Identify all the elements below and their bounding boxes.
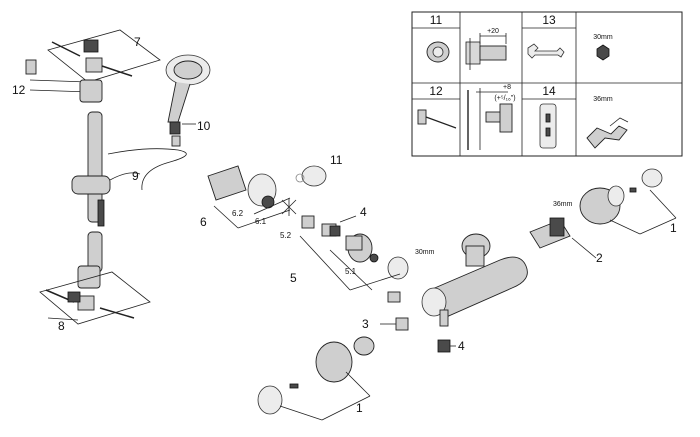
inset-outlet-nut-icon [426,41,450,63]
inset-cartridge-size: 36mm [593,96,613,103]
inset-cell-number: 12 [429,84,443,98]
part-6-eccentric-connector [207,165,291,229]
callout-4: 4 [458,339,465,353]
inset-offset-drawing-2 [467,88,513,150]
dimension-30mm: 30mm [415,249,435,256]
callout-3: 3 [362,317,369,331]
shower-rail-assembly [25,29,187,325]
callout-8: 8 [58,319,65,333]
callout-10: 10 [197,119,211,133]
inset-wrench-icon [527,43,565,59]
callout-4: 4 [360,205,367,219]
callout-5: 5 [290,271,297,285]
inset-dim-label: +20 [487,28,499,35]
inset-cartridge-tool-icon [539,103,557,149]
inset-wrench-size: 30mm [593,34,613,41]
inset-cartridge-icon [586,117,629,149]
inset-cell-number: 11 [430,13,443,27]
callout-5-2: 5.2 [280,231,292,240]
part-1-handle-left [257,336,375,421]
rosette-flange [281,198,297,216]
callout-6-2: 6.2 [232,209,244,218]
callout-11: 11 [330,153,343,167]
callout-6-1: 6.1 [255,217,267,226]
callout-7: 7 [134,35,141,49]
inset-offset-drawing [465,33,507,70]
callout-6: 6 [200,215,207,229]
callout-1: 1 [670,221,677,235]
part-2-thermostatic-cartridge [529,217,597,259]
part-4-check-valve [329,215,357,237]
part-3-screw-fittings [380,291,409,331]
callout-9: 9 [132,169,139,183]
callout-1: 1 [356,401,363,415]
part-11-outlet-nut [295,165,327,187]
thermostat-body [421,233,528,327]
inset-nut-icon [596,44,610,61]
inset-cell-number: 13 [542,13,556,27]
hand-shower-icon [165,54,211,147]
part-4-check-valve-bottom [437,339,456,353]
inset-cell-number: 14 [542,84,556,98]
callout-2: 2 [596,251,603,265]
inset-dim-label: +8 [503,84,511,91]
dimension-36mm: 36mm [553,201,573,208]
inset-panel: 11 13 12 14 +20 30mm [411,11,683,157]
part-1-handle-right [579,168,677,235]
inset-wall-anchor-icon [417,109,457,129]
callout-12: 12 [12,83,26,97]
part-5-s-union [299,215,409,291]
inset-dim-label-inch: (+⁵/₁₆") [494,95,515,102]
callout-5-1: 5.1 [345,267,357,276]
